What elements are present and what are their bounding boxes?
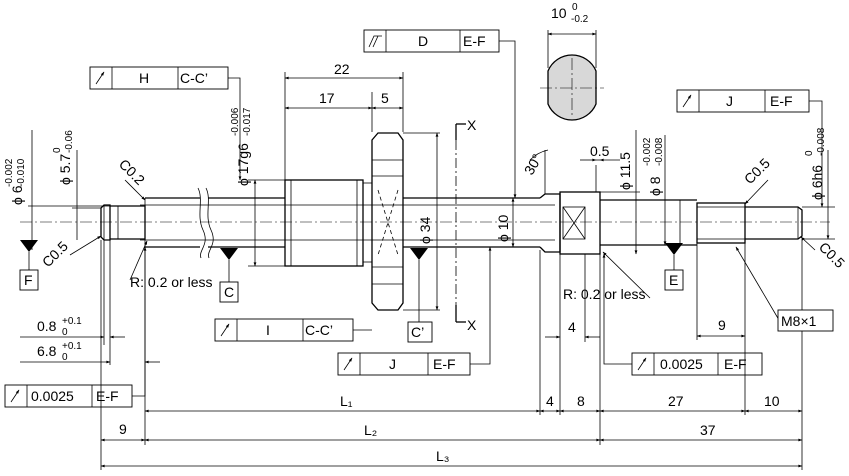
frame-d-ef: D E-F: [363, 29, 517, 199]
svg-text:37: 37: [700, 422, 716, 438]
svg-text:-0.008: -0.008: [816, 127, 827, 156]
datum-c-prime: C’: [411, 324, 424, 340]
runout-icon: [637, 357, 647, 371]
svg-text:22: 22: [334, 61, 350, 77]
svg-text:8: 8: [577, 393, 585, 409]
svg-text:ϕ 10: ϕ 10: [495, 214, 511, 242]
svg-text:L₃: L₃: [436, 448, 450, 464]
svg-text:R: 0.2 or less: R: 0.2 or less: [130, 274, 212, 290]
screw-left: [145, 197, 200, 248]
svg-text:ϕ 11.5: ϕ 11.5: [617, 152, 633, 190]
svg-text:9: 9: [119, 421, 127, 437]
svg-text:C0.5: C0.5: [741, 155, 773, 187]
svg-text:-0.017: -0.017: [242, 107, 253, 136]
svg-text:0: 0: [62, 327, 68, 338]
svg-text:L₂: L₂: [364, 422, 377, 438]
nut-flange: [371, 132, 404, 311]
svg-text:E-F: E-F: [433, 356, 456, 372]
svg-text:-0.002: -0.002: [642, 137, 653, 166]
datum-f: F: [24, 272, 33, 288]
svg-text:C-C’: C-C’: [180, 70, 208, 86]
svg-text:H: H: [139, 70, 149, 86]
svg-text:0.0025: 0.0025: [660, 356, 703, 372]
datum-c: C: [224, 284, 234, 300]
svg-text:I: I: [266, 322, 270, 338]
svg-text:6.8: 6.8: [37, 343, 57, 359]
right-end: [745, 206, 803, 240]
shoulder: [539, 193, 561, 253]
svg-text:C0.5: C0.5: [816, 239, 848, 271]
svg-text:-0.2: -0.2: [571, 14, 589, 25]
svg-text:4: 4: [546, 393, 554, 409]
flat-width: 10: [551, 5, 567, 21]
runout-icon: [10, 389, 20, 403]
lower-dimensions: R: 0.2 or less R: 0.2 or less 0.8 +0.1 0…: [20, 239, 834, 470]
svg-text:27: 27: [668, 393, 684, 409]
svg-text:ϕ 17g6: ϕ 17g6: [235, 143, 251, 186]
svg-text:ϕ 6: ϕ 6: [9, 185, 25, 205]
svg-text:0: 0: [52, 147, 63, 153]
svg-text:0: 0: [804, 150, 815, 156]
svg-text:M8×1: M8×1: [781, 313, 817, 329]
svg-text:5: 5: [381, 90, 389, 106]
frame-tol-left: 0.0025 E-F: [4, 246, 147, 408]
svg-text:J: J: [726, 93, 733, 109]
datums: F C C’ E: [19, 240, 684, 343]
svg-text:E-F: E-F: [770, 93, 793, 109]
svg-text:0.8: 0.8: [37, 318, 57, 334]
frame-j-ef-top: J E-F: [676, 89, 824, 208]
svg-text:ϕ 6h6: ϕ 6h6: [809, 165, 825, 200]
svg-text:-0.002: -0.002: [4, 158, 15, 187]
shaft: [20, 132, 830, 311]
svg-text:4: 4: [568, 319, 576, 335]
runout-total-icon: [368, 35, 382, 48]
svg-text:R: 0.2 or less: R: 0.2 or less: [563, 286, 645, 302]
runout-icon: [95, 71, 105, 85]
frame-i-cc: I C-C’: [214, 318, 372, 342]
svg-text:0: 0: [572, 2, 578, 13]
svg-text:ϕ 34: ϕ 34: [417, 216, 433, 244]
svg-text:-0.010: -0.010: [16, 158, 27, 187]
section-cut-x: X X: [455, 117, 477, 333]
svg-text:9: 9: [718, 317, 726, 333]
svg-text:-0.006: -0.006: [230, 107, 241, 136]
svg-text:10: 10: [764, 393, 780, 409]
svg-text:C-C’: C-C’: [305, 322, 333, 338]
svg-text:J: J: [389, 356, 396, 372]
frame-j-ef-mid: J E-F: [337, 246, 492, 376]
svg-text:ϕ 8: ϕ 8: [647, 176, 663, 196]
svg-text:L₁: L₁: [340, 393, 353, 409]
svg-text:-0.06: -0.06: [64, 130, 75, 153]
x-top-label: X: [467, 117, 477, 133]
thread-m8: [696, 202, 746, 244]
runout-icon: [220, 323, 230, 337]
x-bottom-label: X: [467, 317, 477, 333]
runout-icon: [682, 94, 692, 108]
svg-text:+0.1: +0.1: [62, 341, 82, 352]
flat-section: [559, 191, 601, 255]
svg-text:17: 17: [319, 90, 335, 106]
svg-text:0.0025: 0.0025: [31, 388, 74, 404]
left-journal: [110, 205, 146, 240]
frame-tol-right: 0.0025 E-F: [602, 253, 763, 376]
svg-text:+0.1: +0.1: [62, 316, 82, 327]
runout-icon: [343, 357, 353, 371]
svg-text:E-F: E-F: [96, 388, 119, 404]
svg-text:0.5: 0.5: [590, 143, 610, 159]
svg-text:E-F: E-F: [724, 356, 747, 372]
svg-text:ϕ 5.7: ϕ 5.7: [57, 154, 73, 185]
svg-text:0: 0: [62, 352, 68, 363]
datum-e: E: [669, 272, 678, 288]
left-tip: [100, 204, 111, 241]
svg-text:C0.5: C0.5: [39, 238, 71, 270]
frame-h-cc: H C-C’: [89, 66, 242, 181]
nut-body: [284, 179, 364, 267]
svg-text:C0.2: C0.2: [116, 156, 148, 188]
svg-text:30°: 30°: [521, 151, 545, 177]
svg-text:D: D: [418, 33, 428, 49]
end-view: 10 0 -0.2: [540, 2, 604, 121]
svg-text:-0.008: -0.008: [654, 137, 665, 166]
svg-text:E-F: E-F: [463, 33, 486, 49]
